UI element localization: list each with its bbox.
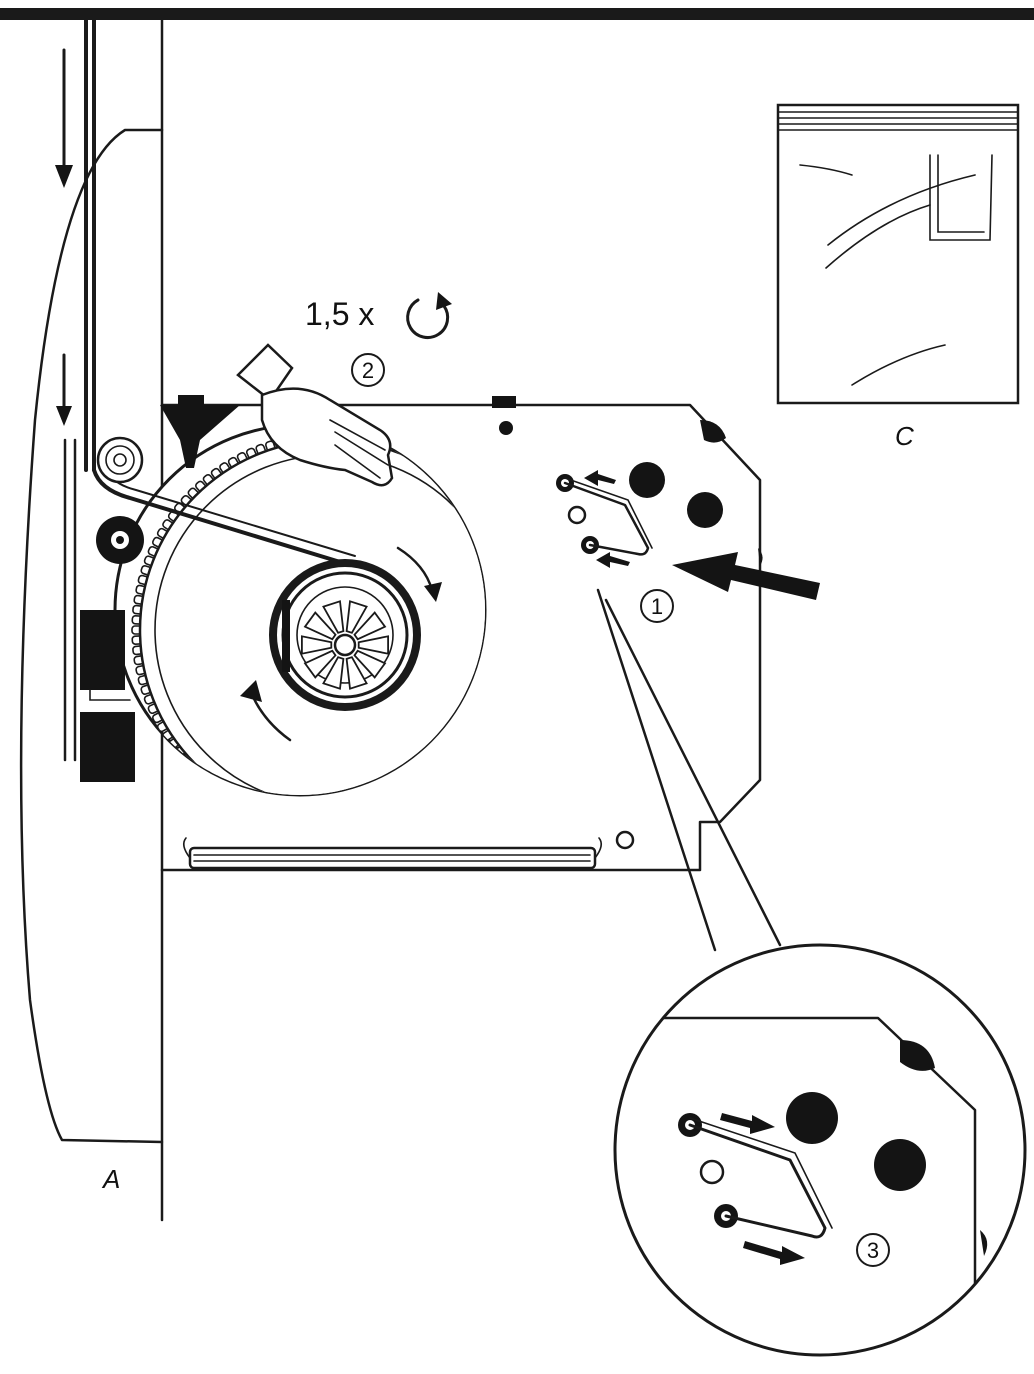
gear-tooth [409, 790, 424, 795]
gear-tooth [486, 528, 504, 543]
gear-tooth [507, 664, 524, 675]
gear-tooth [463, 749, 480, 765]
zoom-callout-cone [596, 588, 782, 952]
gear-tooth [449, 763, 465, 780]
gear-tooth [486, 718, 504, 733]
ribbon-path [84, 18, 96, 472]
gear-tooth [490, 709, 508, 723]
push-arrow-icon [672, 552, 820, 600]
gear-tooth [391, 798, 404, 816]
step-3-badge: 3 [856, 1233, 890, 1267]
gear-tooth [512, 635, 528, 644]
gear-tooth [434, 775, 450, 793]
ribbon-spool [269, 559, 421, 711]
gear-tooth [434, 467, 450, 485]
gear-tooth [441, 769, 458, 787]
step-2-badge: 2 [351, 353, 385, 387]
gear-tooth [255, 798, 268, 816]
gear-tooth [417, 785, 433, 795]
gear-tooth [305, 811, 315, 828]
gear-tooth [475, 510, 485, 526]
figure-label-a: A [101, 1164, 120, 1194]
gear-tooth [345, 811, 355, 828]
gear-tooth [512, 626, 528, 634]
gear-tooth [285, 807, 296, 824]
gear-tooth [456, 487, 473, 504]
gear-tooth [326, 812, 334, 828]
spool-spoke [353, 649, 387, 679]
gear-tooth [498, 691, 516, 704]
drive-roller [96, 516, 144, 564]
gear-tooth [382, 802, 395, 820]
gear-tooth [463, 495, 480, 511]
gear-tooth [275, 805, 287, 823]
guide-roller [96, 436, 144, 484]
gear-tooth [456, 756, 473, 773]
gear-tooth [505, 673, 523, 685]
gear-tooth [511, 645, 528, 655]
spool-spoke [322, 600, 345, 634]
header-rule [0, 8, 1034, 20]
gear-tooth [373, 805, 385, 823]
rotation-arrow-icon [396, 546, 442, 602]
down-arrow-icon [55, 48, 73, 188]
gear-tooth [480, 726, 485, 741]
printer-frame [19, 18, 763, 1222]
gear-tooth [227, 785, 243, 795]
rotation-count-label: 1,5 x [305, 296, 374, 332]
gear-tooth [245, 794, 260, 795]
gear-tooth [265, 802, 278, 820]
zoom-detail [613, 943, 1027, 1357]
spool-spoke [345, 656, 368, 690]
gear-tooth [316, 812, 325, 828]
spool-spoke [303, 649, 337, 679]
figure-label-c: C [895, 421, 914, 451]
ribbon-guide [160, 395, 240, 468]
spool-spoke [357, 635, 389, 655]
spool-spoke [353, 611, 387, 641]
gear-tooth [426, 780, 441, 795]
spool-spoke [322, 656, 345, 690]
rotation-arrow-icon [240, 680, 292, 742]
packaging-bag [776, 103, 1020, 405]
spool-spoke [303, 611, 337, 641]
gear-tooth [475, 734, 485, 750]
svg-text:1: 1 [651, 594, 663, 619]
gear-tooth [495, 700, 513, 714]
gear-tooth [511, 605, 528, 615]
gear-tooth [498, 555, 516, 568]
gear-tooth [502, 565, 520, 578]
gear-tooth [490, 537, 508, 551]
spool-spoke [301, 635, 333, 655]
svg-text:2: 2 [362, 358, 374, 383]
gear-tooth [469, 741, 485, 758]
gear-tooth [354, 809, 364, 826]
gear-tooth [480, 519, 485, 534]
gear-cutaway [80, 395, 528, 828]
gear-tooth [335, 812, 344, 828]
gear-tooth [364, 807, 375, 824]
svg-text:3: 3 [867, 1238, 879, 1263]
gear-tooth [469, 502, 485, 519]
gear-tooth [509, 595, 526, 605]
spool-spoke [345, 600, 368, 634]
gear-tooth [509, 654, 526, 664]
gear-tooth [505, 575, 523, 587]
gear-tooth [236, 790, 251, 795]
gear-tooth [495, 546, 513, 560]
gear-tooth [449, 480, 465, 497]
gear-tooth [502, 682, 520, 695]
down-arrow-icon [56, 353, 72, 426]
step-1-badge: 1 [640, 589, 674, 623]
gear-tooth [507, 585, 524, 596]
gear-tooth [441, 473, 458, 491]
gear-tooth [295, 809, 305, 826]
gear-tooth [400, 794, 415, 795]
counterclockwise-arrow-icon [406, 292, 452, 339]
gear-tooth [512, 616, 528, 625]
release-lever [556, 462, 723, 568]
hand-icon [236, 343, 394, 487]
